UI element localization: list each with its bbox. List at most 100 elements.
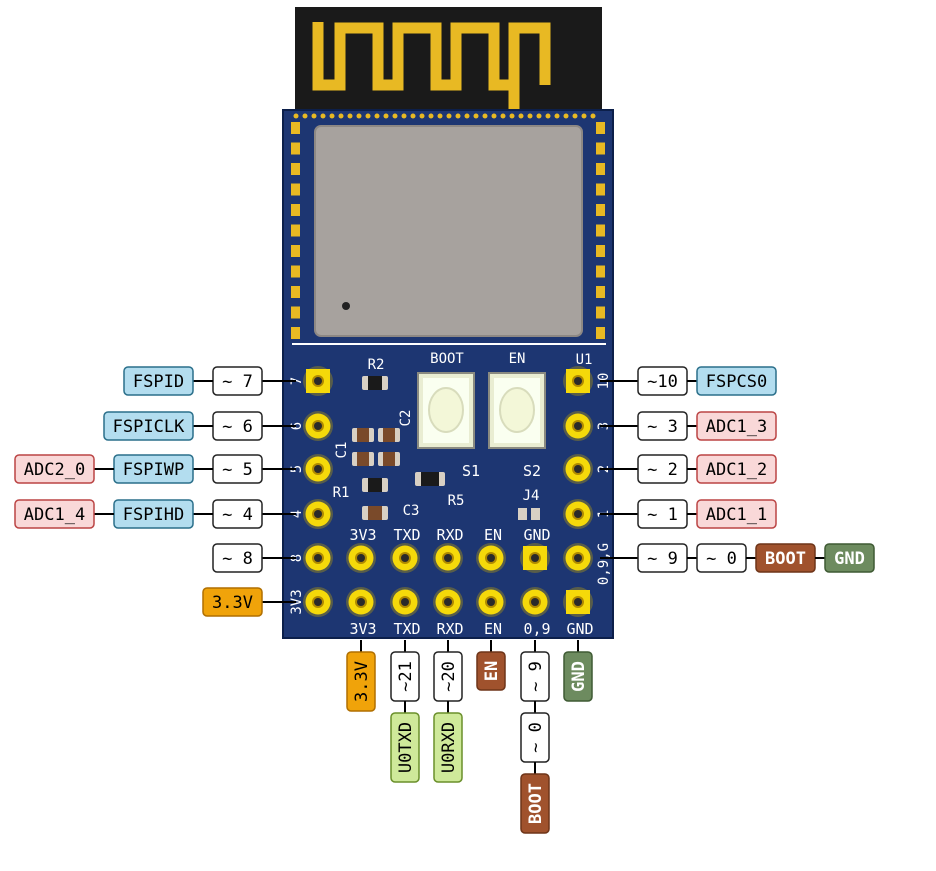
svg-text:ADC1_1: ADC1_1 — [706, 505, 767, 525]
svg-text:BOOT: BOOT — [765, 549, 806, 569]
left-pin-label-fspid: FSPID — [123, 366, 194, 396]
left-pin-labels: ~ 7 FSPID ~ 6 FSPICLK ~ 5 FSPIWP ADC2_0 ~ 4 FSPI… — [14, 366, 296, 617]
left-silk-7: 7 — [289, 377, 305, 385]
svg-text:GND: GND — [834, 549, 865, 569]
right-pin-labels: ~10 FSPCS0 ~ 3 ADC1_3 ~ 2 ADC1_2 ~ 1 ADC1_1 ~ 9 ~… — [600, 366, 875, 573]
left-pin-label-4: ~ 4 — [212, 499, 263, 529]
right-pin-label-10: ~10 — [637, 366, 688, 396]
svg-text:ADC1_3: ADC1_3 — [706, 417, 767, 437]
svg-text:~ 8: ~ 8 — [222, 549, 253, 569]
ref-r2: R2 — [368, 357, 385, 373]
svg-text:3.3V: 3.3V — [352, 661, 372, 702]
left-pin-label-8: ~ 8 — [212, 543, 263, 573]
left-pin-label-adc1-4: ADC1_4 — [14, 499, 95, 529]
svg-text:~ 2: ~ 2 — [647, 460, 678, 480]
right-pin-label-fspcs0: FSPCS0 — [696, 366, 777, 396]
left-pin-label-3-3v: 3.3V — [202, 587, 263, 617]
en-button-label: EN — [509, 351, 526, 367]
boot-button[interactable] — [417, 372, 475, 449]
ref-c2: C2 — [398, 410, 414, 427]
bottom-pin-label-20: ~20 — [433, 651, 463, 702]
svg-text:U0TXD: U0TXD — [396, 722, 416, 773]
bottom-pin-label-9: ~ 9 — [520, 651, 550, 702]
left-silk-4: 4 — [289, 510, 305, 518]
left-silk-6: 6 — [289, 422, 305, 430]
module-ref: U1 — [576, 352, 593, 368]
svg-text:~ 3: ~ 3 — [647, 417, 678, 437]
right-silk-0-9-g: 0,9,G — [596, 543, 612, 585]
boot-button-label: BOOT — [430, 351, 464, 367]
right-pin-label-9: ~ 9 — [637, 543, 688, 573]
svg-text:~ 0: ~ 0 — [526, 722, 546, 753]
svg-text:~ 9: ~ 9 — [526, 661, 546, 692]
ref-r1: R1 — [333, 485, 350, 501]
svg-text:~ 1: ~ 1 — [647, 505, 678, 525]
svg-text:FSPIHD: FSPIHD — [123, 505, 184, 525]
bottom-top-silk-rxd: RXD — [436, 526, 463, 544]
svg-text:FSPCS0: FSPCS0 — [706, 372, 767, 392]
bottom-top-silk-3v3: 3V3 — [349, 526, 376, 544]
header-pads — [303, 366, 593, 617]
left-silk-5: 5 — [289, 465, 305, 473]
bottom-pin-label-boot: BOOT — [520, 773, 550, 834]
svg-text:~20: ~20 — [439, 661, 459, 692]
antenna-trace-icon — [312, 22, 551, 110]
bottom-top-silk-gnd: GND — [523, 526, 550, 544]
bottom-silk-0-9: 0,9 — [523, 620, 550, 638]
left-pin-label-fspihd: FSPIHD — [113, 499, 194, 529]
svg-text:~10: ~10 — [647, 372, 678, 392]
s2-label: S2 — [523, 462, 541, 480]
smd-components — [352, 376, 540, 520]
left-silk-3v3: 3V3 — [289, 589, 305, 614]
left-silk-8: 8 — [289, 554, 305, 562]
svg-text:ADC1_2: ADC1_2 — [706, 460, 767, 480]
svg-text:ADC2_0: ADC2_0 — [24, 460, 85, 480]
right-pin-label-1: ~ 1 — [637, 499, 688, 529]
svg-text:~21: ~21 — [396, 661, 416, 692]
svg-text:U0RXD: U0RXD — [439, 722, 459, 773]
bottom-pin-label-gnd: GND — [563, 651, 593, 702]
bottom-pin-label-en: EN — [476, 651, 506, 691]
left-pin-label-5: ~ 5 — [212, 454, 263, 484]
s1-label: S1 — [462, 462, 480, 480]
pin1-marker-icon — [342, 302, 350, 310]
svg-text:EN: EN — [482, 661, 502, 681]
pcb-board: U1 BOOT EN S1 S2 R2 C1 C2 — [282, 7, 614, 639]
left-pin-label-fspiwp: FSPIWP — [113, 454, 194, 484]
bottom-silk-txd: TXD — [393, 620, 420, 638]
svg-text:ADC1_4: ADC1_4 — [24, 505, 85, 525]
right-pin-label-boot: BOOT — [755, 543, 816, 573]
right-pin-label-2: ~ 2 — [637, 454, 688, 484]
bottom-silk-rxd: RXD — [436, 620, 463, 638]
bottom-silk-3v3: 3V3 — [349, 620, 376, 638]
bottom-top-silk-txd: TXD — [393, 526, 420, 544]
bottom-pin-label-u0txd: U0TXD — [390, 712, 420, 783]
right-pin-label-adc1-3: ADC1_3 — [696, 411, 777, 441]
svg-text:~ 5: ~ 5 — [222, 460, 253, 480]
bottom-top-silk-en: EN — [484, 526, 502, 544]
ref-r5: R5 — [448, 493, 465, 509]
svg-text:BOOT: BOOT — [526, 783, 546, 824]
rf-shield — [314, 125, 583, 337]
castellated-pads — [291, 113, 605, 339]
svg-text:~ 7: ~ 7 — [222, 372, 253, 392]
bottom-pin-label-0: ~ 0 — [520, 712, 550, 763]
bottom-silk-en: EN — [484, 620, 502, 638]
bottom-silk-gnd: GND — [566, 620, 593, 638]
ref-c3: C3 — [403, 503, 420, 519]
svg-text:~ 4: ~ 4 — [222, 505, 253, 525]
svg-text:~ 9: ~ 9 — [647, 549, 678, 569]
bottom-pin-label-u0rxd: U0RXD — [433, 712, 463, 783]
svg-text:3.3V: 3.3V — [212, 593, 253, 613]
left-pin-label-6: ~ 6 — [212, 411, 263, 441]
ref-j4: J4 — [523, 488, 540, 504]
bottom-pin-label-21: ~21 — [390, 651, 420, 702]
en-button[interactable] — [488, 372, 546, 449]
svg-text:FSPICLK: FSPICLK — [113, 417, 185, 437]
left-pin-label-adc2-0: ADC2_0 — [14, 454, 95, 484]
svg-text:~ 0: ~ 0 — [706, 549, 737, 569]
right-pin-label-adc1-1: ADC1_1 — [696, 499, 777, 529]
left-pin-label-7: ~ 7 — [212, 366, 263, 396]
